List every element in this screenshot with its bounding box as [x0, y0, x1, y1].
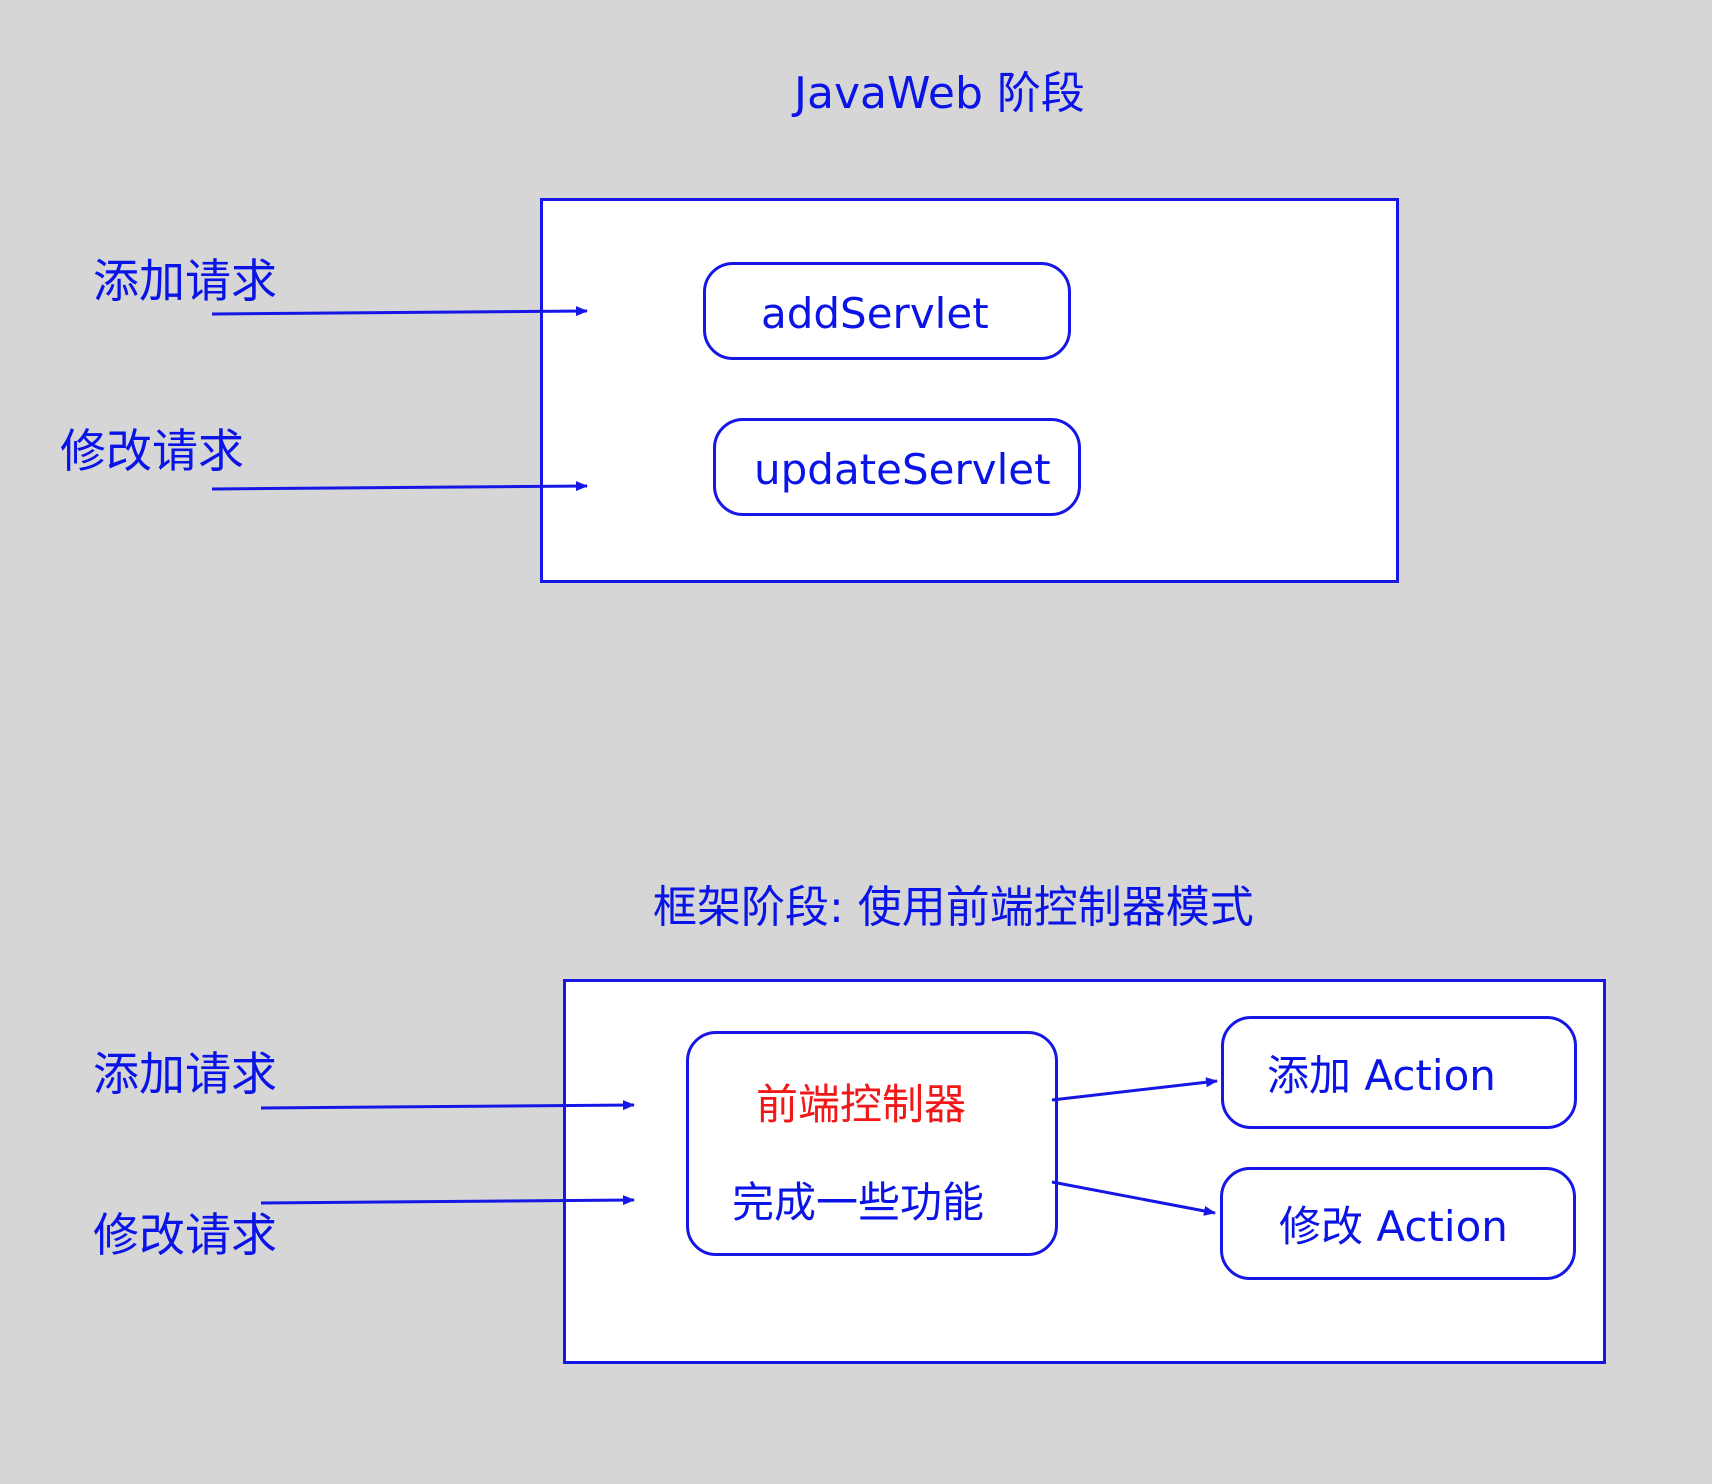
javaweb-update-request-label: 修改请求 — [60, 424, 244, 478]
controller-to-update-action-arrow — [1051, 1180, 1216, 1216]
framework-add-request-label: 添加请求 — [93, 1047, 277, 1101]
front-controller-label: 前端控制器 — [756, 1080, 967, 1129]
update-servlet-label: updateServlet — [754, 445, 1051, 494]
framework-update-request-label: 修改请求 — [93, 1208, 277, 1262]
add-servlet-node: addServlet — [703, 262, 1071, 360]
javaweb-add-request-arrow — [211, 306, 588, 317]
framework-update-request-arrow — [260, 1195, 635, 1206]
add-action-node: 添加 Action — [1221, 1016, 1577, 1129]
add-servlet-label: addServlet — [761, 289, 989, 338]
javaweb-update-request-arrow — [211, 481, 588, 492]
javaweb-add-request-label: 添加请求 — [93, 254, 277, 308]
front-controller-desc: 完成一些功能 — [732, 1178, 985, 1227]
add-action-label: 添加 Action — [1267, 1051, 1496, 1100]
framework-add-request-arrow — [260, 1100, 635, 1111]
framework-stage-title: 框架阶段: 使用前端控制器模式 — [653, 882, 1254, 933]
javaweb-stage-title: JavaWeb 阶段 — [794, 68, 1085, 119]
update-servlet-node: updateServlet — [713, 418, 1081, 516]
update-action-label: 修改 Action — [1279, 1202, 1508, 1251]
front-controller-node: 前端控制器 完成一些功能 — [686, 1031, 1058, 1256]
controller-to-add-action-arrow — [1051, 1077, 1218, 1102]
update-action-node: 修改 Action — [1220, 1167, 1576, 1280]
